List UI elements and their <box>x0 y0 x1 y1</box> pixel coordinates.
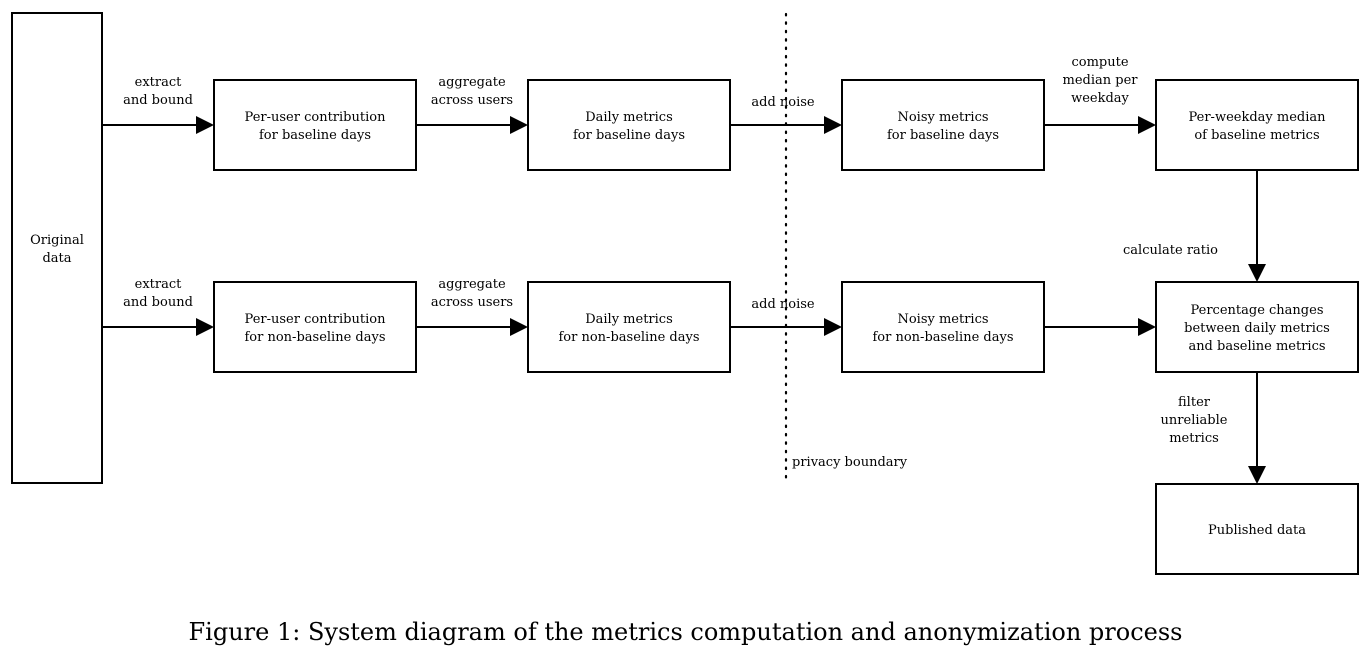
node-box <box>1155 483 1359 575</box>
edge-label: calculate ratio <box>1123 243 1218 258</box>
node-box <box>213 79 417 171</box>
privacy-boundary-label: privacy boundary <box>792 455 908 470</box>
node-published: Published data <box>1155 483 1359 575</box>
edge-daily-base-to-noisy-base: add noise <box>730 95 842 134</box>
arrowhead <box>1248 264 1266 282</box>
arrowhead <box>1138 116 1156 134</box>
edge-median-to-pct: calculate ratio <box>1123 170 1266 282</box>
privacy-boundary: privacy boundary <box>784 12 908 484</box>
arrowhead <box>1138 318 1156 336</box>
arrowhead <box>510 116 528 134</box>
figure-caption: Figure 1: System diagram of the metrics … <box>188 618 1183 646</box>
node-box <box>1155 281 1359 373</box>
edge-label: add noise <box>751 297 815 312</box>
arrowhead <box>1248 466 1266 484</box>
arrowhead <box>196 116 214 134</box>
node-label: Published data <box>1208 523 1306 538</box>
node-box <box>11 12 103 484</box>
edge-label: add noise <box>751 95 815 110</box>
node-box <box>527 281 731 373</box>
node-box <box>527 79 731 171</box>
node-box <box>1155 79 1359 171</box>
node-box <box>841 79 1045 171</box>
edge-noisy-nonbase-to-pct <box>1044 318 1156 336</box>
arrowhead <box>824 116 842 134</box>
edge-daily-nonbase-to-noisy-nonbase: add noise <box>730 297 842 336</box>
node-box <box>213 281 417 373</box>
arrowhead <box>824 318 842 336</box>
node-box <box>841 281 1045 373</box>
arrowhead <box>196 318 214 336</box>
arrowhead <box>510 318 528 336</box>
